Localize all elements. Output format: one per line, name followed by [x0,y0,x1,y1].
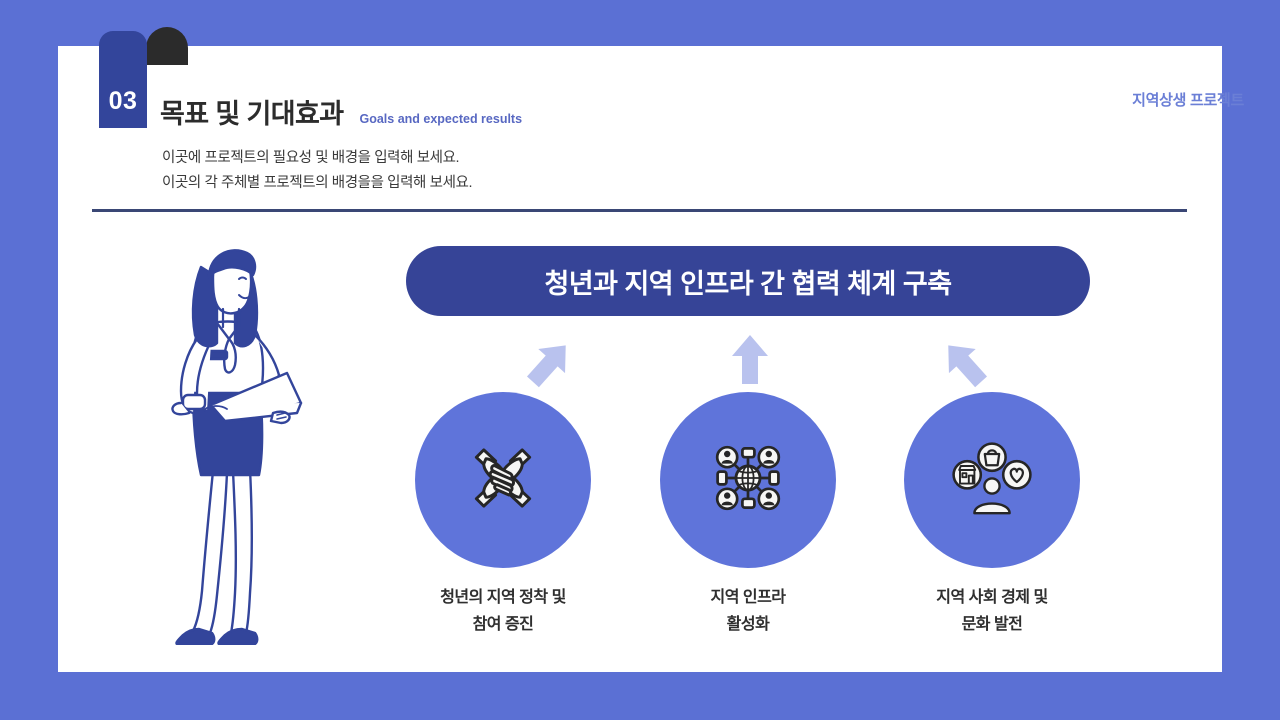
main-banner-text: 청년과 지역 인프라 간 협력 체계 구축 [544,268,952,299]
description-block: 이곳에 프로젝트의 필요성 및 배경을 입력해 보세요. 이곳의 각 주체별 프… [162,146,472,196]
page-title: 목표 및 기대효과 [160,99,344,129]
pillar-1-label-line2: 참여 증진 [472,616,534,633]
arrow-up-right-icon [521,336,577,392]
brand-label: 지역상생 프로젝트 [1132,92,1244,109]
section-number-badge: 03 [99,31,147,128]
slide-header: 목표 및 기대효과 Goals and expected results [160,92,522,131]
pillar-3: 지역 사회 경제 및 문화 발전 [904,392,1080,638]
page-subtitle: Goals and expected results [359,112,523,126]
pillar-3-label-line1: 지역 사회 경제 및 [936,589,1048,606]
woman-with-laptop-illustration [155,243,305,646]
pillar-1-label-line1: 청년의 지역 정착 및 [440,589,566,606]
person-community-commerce-icon [952,438,1032,523]
main-banner: 청년과 지역 인프라 간 협력 체계 구축 [406,246,1090,316]
pillar-2-label-line2: 활성화 [726,616,770,633]
pillar-3-circle [904,392,1080,568]
pillar-2: 지역 인프라 활성화 [660,392,836,638]
pillar-3-label: 지역 사회 경제 및 문화 발전 [936,584,1048,638]
pillar-1: 청년의 지역 정착 및 참여 증진 [415,392,591,638]
pillar-1-circle [415,392,591,568]
network-globe-people-icon [708,438,788,523]
description-line-1: 이곳에 프로젝트의 필요성 및 배경을 입력해 보세요. [162,150,460,166]
pillar-2-label-line1: 지역 인프라 [710,589,786,606]
four-hands-together-icon [466,441,540,520]
arrow-up-icon [722,332,778,388]
pillar-2-circle [660,392,836,568]
decorative-dark-tab [146,27,188,65]
header-divider [92,209,1187,212]
pillar-2-label: 지역 인프라 활성화 [710,584,786,638]
pillar-3-label-line2: 문화 발전 [961,616,1023,633]
description-line-2: 이곳의 각 주체별 프로젝트의 배경을을 입력해 보세요. [162,175,473,191]
arrow-up-left-icon [937,336,993,392]
pillar-1-label: 청년의 지역 정착 및 참여 증진 [440,584,566,638]
